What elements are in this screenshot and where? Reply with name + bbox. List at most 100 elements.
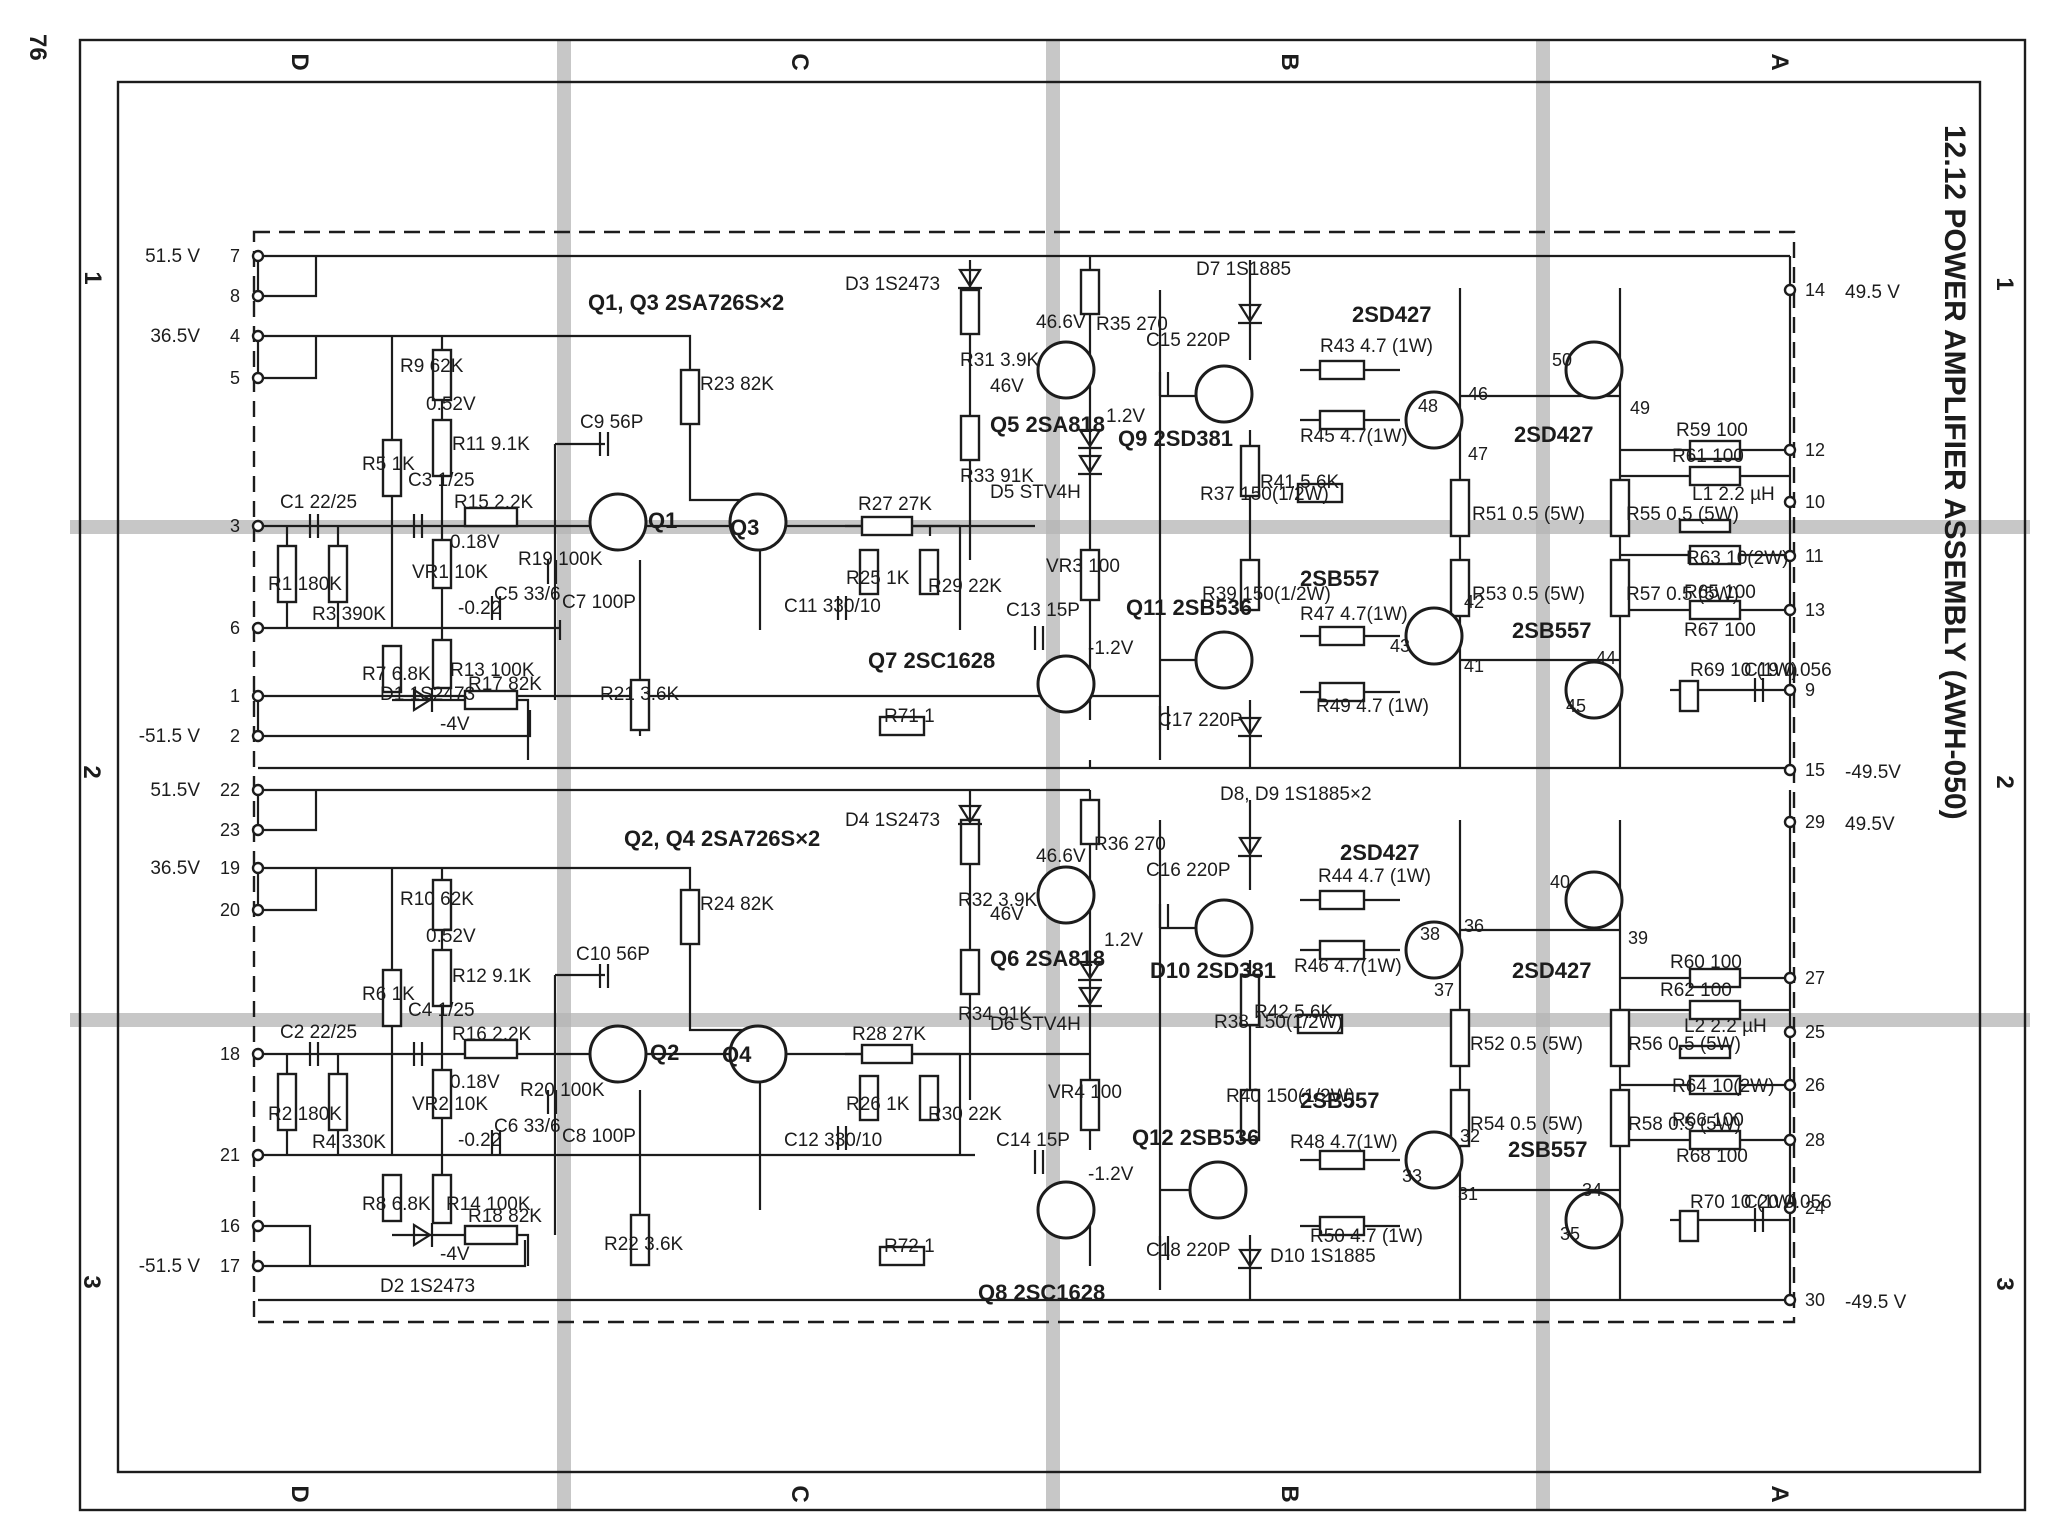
zone-letter: B [1276, 53, 1303, 70]
node-number: 34 [1582, 1180, 1602, 1200]
component-label-r8: R8 6.8K [362, 1194, 431, 1215]
component-label-r9: R9 62K [400, 356, 464, 377]
pin-number: 22 [220, 780, 240, 800]
component-label-r71: R71 1 [884, 706, 935, 727]
zone-letter: C [786, 53, 813, 70]
pin-number: 30 [1805, 1290, 1825, 1310]
component-label-c16: C16 220P [1146, 860, 1231, 881]
component-label-r51: R51 0.5 (5W) [1472, 504, 1585, 525]
node-number: 48 [1418, 396, 1438, 416]
node-number: 33 [1402, 1166, 1422, 1186]
component-label-r29: R29 22K [928, 576, 1002, 597]
component-label-c3: C3 1/25 [408, 470, 475, 491]
transistor-label-out-a3: 2SD427 [1340, 840, 1420, 865]
voltage-reading: -0.22 [458, 598, 501, 619]
rail-voltage: -49.5 V [1845, 1292, 1907, 1313]
node-number: 49 [1630, 398, 1650, 418]
component-label-c11: C11 330/10 [784, 596, 881, 617]
component-label-vr4: VR4 100 [1048, 1082, 1122, 1103]
voltage-reading: 46V [990, 904, 1024, 925]
component-label-r34: R34 91K [958, 1004, 1032, 1025]
voltage-reading: 1.2V [1106, 406, 1145, 427]
component-label-r63: R63 10(2W) [1686, 548, 1788, 569]
transistor-label-q12: Q12 2SB536 [1132, 1125, 1259, 1150]
node-number: 39 [1628, 928, 1648, 948]
component-label-c17: C17 220P [1158, 710, 1243, 731]
connector-pin [251, 1047, 265, 1061]
connector-pin [251, 823, 265, 837]
component-label-r24: R24 82K [700, 894, 774, 915]
component-label-r55: R55 0.5 (5W) [1626, 504, 1739, 525]
zone-letter: A [1766, 1485, 1793, 1502]
transistor-label-out-a4: 2SD427 [1512, 958, 1592, 983]
connector-pin [1783, 283, 1797, 297]
connector-pin [251, 289, 265, 303]
connector-pin [1783, 1293, 1797, 1307]
component-label-r23: R23 82K [700, 374, 774, 395]
transistor-label-q4: Q4 [722, 1042, 752, 1067]
rail-voltage: -51.5 V [139, 1256, 201, 1277]
pin-number: 8 [230, 286, 240, 306]
pin-number: 16 [220, 1216, 240, 1236]
component-label-r11: R11 9.1K [452, 434, 530, 455]
capacitor-plates [308, 372, 1765, 1260]
node-number: 31 [1458, 1184, 1478, 1204]
pin-number: 17 [220, 1256, 240, 1276]
diode-label-d10: D10 1S1885 [1270, 1246, 1376, 1267]
pin-number: 20 [220, 900, 240, 920]
voltage-reading: -4V [440, 714, 470, 735]
voltage-reading: -4V [440, 1244, 470, 1265]
transistor-label-out-b2: 2SB557 [1512, 618, 1592, 643]
voltage-reading: 46V [990, 376, 1024, 397]
transistor-label-q6: Q6 2SA818 [990, 946, 1105, 971]
node-number: 41 [1464, 656, 1484, 676]
component-label-r12: R12 9.1K [452, 966, 532, 987]
component-label-c6: C6 33/6 [494, 1116, 561, 1137]
component-label-r59: R59 100 [1676, 420, 1748, 441]
component-label-r26: R26 1K [846, 1094, 910, 1115]
rail-voltage: 51.5 V [145, 246, 200, 267]
node-number: 44 [1596, 648, 1616, 668]
zone-number: 3 [1991, 1277, 2018, 1290]
pin-number: 7 [230, 246, 240, 266]
transistor-label-q8: Q8 2SC1628 [978, 1280, 1105, 1305]
component-label-r36: R36 270 [1094, 834, 1166, 855]
connector-pin [251, 249, 265, 263]
component-label-r37: R37 150(1/2W) [1200, 484, 1329, 505]
diode-label-d3: D3 1S2473 [845, 274, 940, 295]
component-label-r45: R45 4.7(1W) [1300, 426, 1408, 447]
component-label-r22: R22 3.6K [604, 1234, 684, 1255]
diode-label-d5: D5 STV4H [990, 482, 1081, 503]
component-label-r28: R28 27K [852, 1024, 926, 1045]
component-label-c13: C13 15P [1006, 600, 1080, 621]
component-label-r68: R68 100 [1676, 1146, 1748, 1167]
rail-voltage: 36.5V [150, 326, 200, 347]
component-label-r50: R50 4.7 (1W) [1310, 1226, 1423, 1247]
pin-number: 19 [220, 858, 240, 878]
node-number: 43 [1390, 636, 1410, 656]
transistor-label-q1-q3: Q1, Q3 2SA726S×2 [588, 290, 784, 315]
diode-label-d2: D2 1S2473 [380, 1276, 475, 1297]
transistor-label-q10: D10 2SD381 [1150, 958, 1276, 983]
connector-pin [251, 329, 265, 343]
connector-pin [1783, 603, 1797, 617]
connector-pin [1783, 495, 1797, 509]
connector-pin [251, 861, 265, 875]
node-number: 46 [1468, 384, 1488, 404]
rail-voltage: -49.5V [1845, 762, 1901, 783]
component-label-c4: C4 1/25 [408, 1000, 475, 1021]
component-label-r64: R64 10(2W) [1672, 1076, 1774, 1097]
component-label-c14: C14 15P [996, 1130, 1070, 1151]
component-label-r33: R33 91K [960, 466, 1034, 487]
pin-number: 29 [1805, 812, 1825, 832]
component-label-c10: C10 56P [576, 944, 650, 965]
connector-pin [1783, 549, 1797, 563]
component-label-r13: R13 100K [450, 660, 535, 681]
transistor-label-q9: Q9 2SD381 [1118, 426, 1233, 451]
voltage-reading: -1.2V [1088, 1164, 1134, 1185]
pin-number: 9 [1805, 680, 1815, 700]
component-label-r32: R32 3.9K [958, 890, 1038, 911]
component-label-r31: R31 3.9K [960, 350, 1040, 371]
